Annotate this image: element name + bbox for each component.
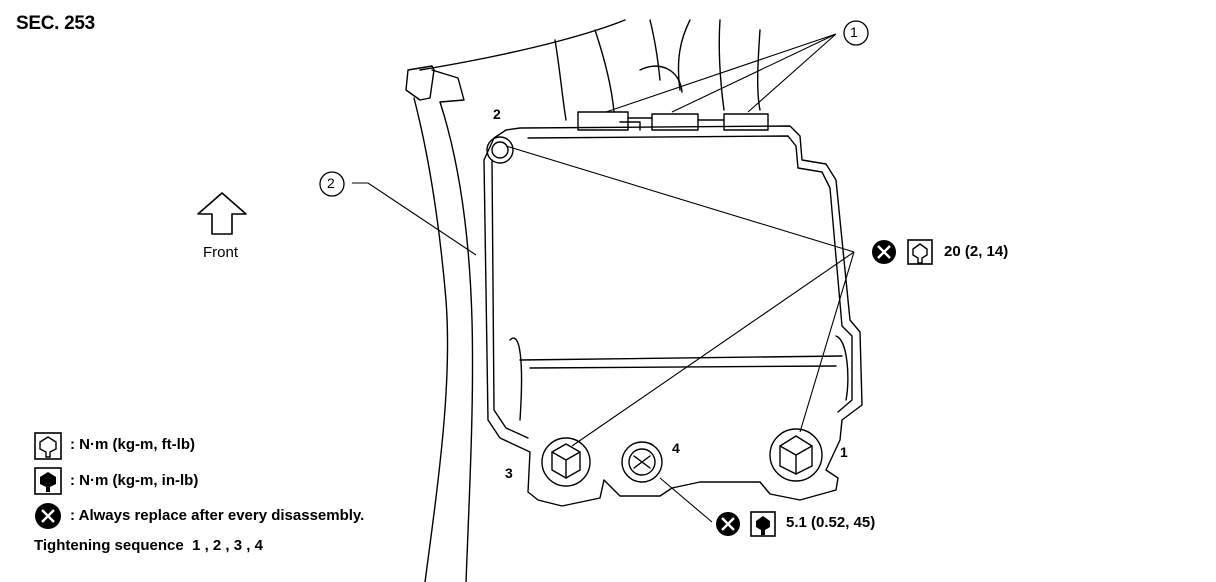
bolt-number-4: 4 xyxy=(672,440,680,456)
callout-2-circle xyxy=(319,171,345,197)
torque-small-bolt: 5.1 (0.52, 45) xyxy=(786,514,876,531)
legend-replace: : Always replace after every disassembly… xyxy=(70,507,365,524)
section-number: SEC. 253 xyxy=(16,13,95,34)
callout-1-circle xyxy=(843,20,869,46)
torque-main-bolts: 20 (2, 14) xyxy=(944,243,1009,260)
bolt-number-2: 2 xyxy=(493,106,501,122)
legend-nm-inlb: : N·m (kg-m, in-lb) xyxy=(70,472,199,489)
torque-icons-small xyxy=(716,511,776,537)
callout-2-label: 2 xyxy=(327,175,335,191)
bolt-number-1: 1 xyxy=(840,444,848,460)
legend-tightening-sequence: Tightening sequence 1 , 2 , 3 , 4 xyxy=(34,537,263,554)
front-label: Front xyxy=(203,244,239,261)
legend-nm-ftlb: : N·m (kg-m, ft-lb) xyxy=(70,436,195,453)
torque-icons-main xyxy=(872,239,933,265)
up-arrow-icon xyxy=(197,192,247,235)
callout-1-label: 1 xyxy=(850,24,858,40)
bolt-number-3: 3 xyxy=(505,465,513,481)
legend-icons xyxy=(34,432,62,529)
clip-bracket-shape xyxy=(405,65,435,101)
